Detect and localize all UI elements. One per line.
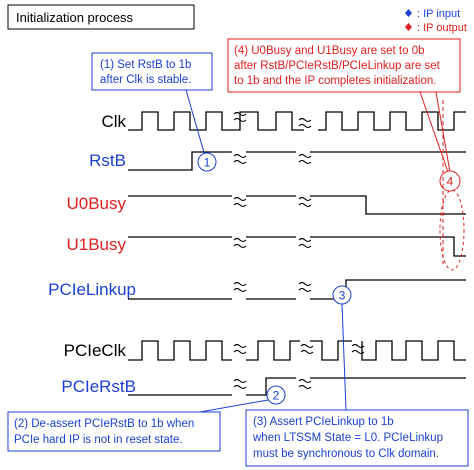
note-4-marker-num: 4 bbox=[447, 175, 454, 189]
note-2-marker bbox=[266, 385, 286, 405]
note-3-line-3: must be synchronous to Clk domain. bbox=[253, 448, 439, 460]
signal-label-rstb: RstB bbox=[89, 151, 126, 170]
legend: : IP input : IP output bbox=[405, 8, 467, 34]
note-1-line-1: (1) Set RstB to 1b bbox=[100, 59, 191, 71]
note-1-line-2: after Clk is stable. bbox=[100, 74, 191, 86]
note-4-line-3: to 1b and the IP completes initializatio… bbox=[234, 75, 436, 87]
note-1-marker bbox=[197, 152, 217, 172]
note-2: (2) De-assert PCIeRstB to 1b when PCIe h… bbox=[7, 411, 221, 452]
note-4-marker bbox=[439, 170, 461, 192]
note-4-line-2: after RstB/PCIeRstB/PCIeLinkup are set bbox=[234, 60, 441, 72]
note-2-box bbox=[7, 411, 221, 452]
note-3-leader bbox=[341, 303, 347, 411]
note-4-leader-b bbox=[419, 91, 449, 173]
signal-label-u1busy: U1Busy bbox=[66, 235, 126, 254]
note-3-line-2: when LTSSM State = L0. PCIeLinkup bbox=[252, 432, 443, 444]
input-diamond-icon bbox=[405, 9, 412, 17]
title-box bbox=[7, 4, 195, 30]
output-diamond-icon bbox=[405, 23, 412, 31]
page-title: Initialization process bbox=[16, 10, 134, 25]
note-4: (4) U0Busy and U1Busy are set to 0b afte… bbox=[227, 38, 461, 93]
note-2-line-2: PCIe hard IP is not in reset state. bbox=[14, 434, 183, 446]
note-2-leader bbox=[199, 399, 269, 413]
wave-u0busy bbox=[128, 195, 466, 215]
note-3-line-1: (3) Assert PCIeLinkup to 1b bbox=[253, 416, 394, 428]
note-1: (1) Set RstB to 1b after Clk is stable. bbox=[91, 52, 213, 91]
note-4-zone bbox=[439, 189, 465, 271]
legend-input-label: : IP input bbox=[417, 8, 460, 20]
break-marks bbox=[233, 111, 365, 390]
signal-label-u0busy: U0Busy bbox=[66, 194, 126, 213]
note-4-line-1: (4) U0Busy and U1Busy are set to 0b bbox=[234, 45, 425, 57]
signal-label-pcierstb: PCIeRstB bbox=[61, 377, 136, 396]
note-3: (3) Assert PCIeLinkup to 1b when LTSSM S… bbox=[245, 409, 469, 467]
note-3-box bbox=[245, 409, 469, 467]
wave-pcierstb bbox=[128, 377, 466, 396]
wave-rstb bbox=[128, 151, 466, 171]
signal-label-clk: Clk bbox=[101, 112, 126, 131]
legend-output-label: : IP output bbox=[417, 22, 467, 34]
note-1-box bbox=[91, 52, 213, 91]
note-4-box bbox=[227, 38, 461, 93]
note-1-marker-num: 1 bbox=[204, 156, 211, 170]
signal-label-pcielinkup: PCIeLinkup bbox=[48, 280, 136, 299]
note-2-line-1: (2) De-assert PCIeRstB to 1b when bbox=[14, 418, 194, 430]
note-2-marker-num: 2 bbox=[273, 389, 280, 403]
signal-label-pcieclk: PCIeClk bbox=[64, 341, 127, 360]
note-1-leader bbox=[185, 89, 206, 157]
wave-clk bbox=[128, 111, 466, 131]
note-3-marker-num: 3 bbox=[339, 289, 346, 303]
wave-u1busy bbox=[128, 236, 466, 257]
wave-pcieclk bbox=[128, 340, 466, 361]
wave-pcielinkup bbox=[128, 279, 466, 300]
